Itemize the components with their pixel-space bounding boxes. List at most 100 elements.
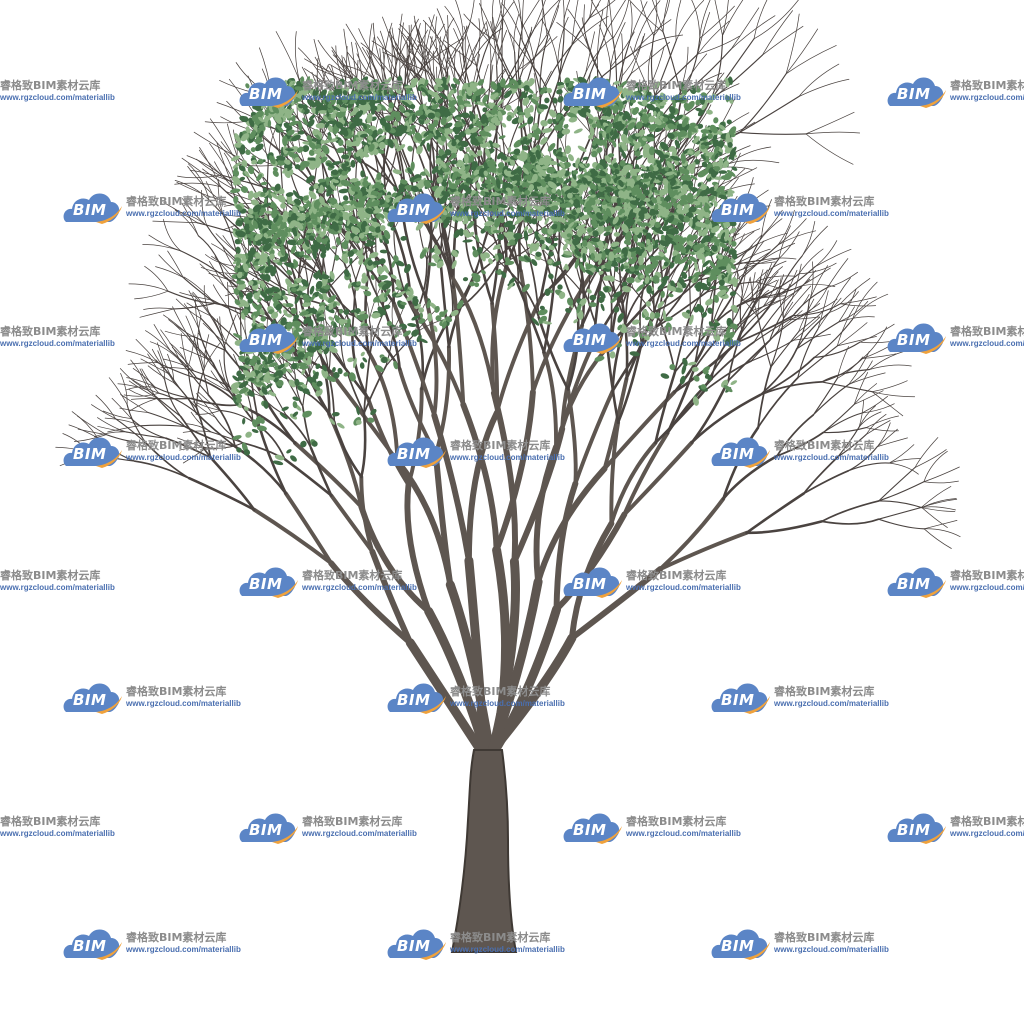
branch — [878, 466, 916, 502]
branch — [750, 330, 779, 362]
branch — [220, 116, 256, 132]
branch — [203, 334, 210, 369]
branch — [658, 530, 749, 572]
branch — [721, 426, 760, 501]
branch — [821, 368, 871, 383]
branch — [751, 272, 756, 304]
branch — [807, 285, 829, 314]
branch — [753, 303, 783, 343]
branch — [798, 262, 837, 275]
leaf — [540, 119, 548, 127]
branch — [654, 281, 691, 329]
branch — [425, 45, 433, 86]
branch — [223, 345, 231, 389]
branch — [407, 25, 410, 70]
branch — [585, 36, 615, 74]
branch — [728, 146, 772, 165]
branch — [838, 316, 875, 323]
branch — [533, 0, 560, 31]
branch — [388, 31, 409, 69]
branch — [596, 9, 604, 67]
branch — [814, 248, 852, 268]
branch — [761, 209, 783, 237]
branch — [331, 46, 362, 83]
branch — [691, 0, 701, 39]
branch — [204, 377, 230, 392]
branch — [194, 298, 199, 329]
branch — [294, 31, 300, 81]
branch — [777, 209, 795, 246]
branch — [181, 202, 199, 237]
branch — [309, 446, 333, 497]
branch — [196, 158, 237, 185]
branch — [840, 278, 871, 305]
branch — [385, 329, 395, 367]
leaf — [642, 147, 647, 159]
branch — [739, 95, 800, 133]
branch — [761, 263, 773, 294]
branch — [557, 16, 569, 65]
branch — [283, 458, 333, 497]
branch — [798, 78, 850, 97]
branch — [208, 273, 236, 283]
branch — [341, 55, 349, 98]
branch — [190, 411, 212, 433]
branch — [214, 302, 272, 321]
branch — [301, 405, 312, 450]
branch — [436, 8, 450, 52]
branch — [391, 27, 406, 70]
branch — [301, 66, 320, 105]
branch — [179, 447, 207, 451]
branch — [363, 359, 371, 415]
branch — [633, 19, 672, 53]
branch — [542, 350, 558, 449]
leaf — [331, 245, 337, 250]
branch — [792, 286, 829, 317]
leaf — [462, 277, 469, 282]
branch — [95, 394, 116, 420]
leaf — [619, 80, 629, 88]
branch — [788, 303, 821, 321]
branch — [414, 21, 425, 60]
branch — [920, 486, 952, 508]
branch — [852, 281, 878, 320]
branch — [805, 111, 855, 135]
branch — [798, 248, 824, 275]
branch — [622, 440, 694, 517]
branch — [472, 215, 494, 305]
branch — [209, 456, 256, 511]
branch — [182, 430, 212, 433]
branch — [563, 0, 571, 21]
branch — [777, 230, 817, 246]
branch — [151, 348, 171, 375]
branch — [501, 18, 504, 89]
branch — [360, 42, 392, 74]
branch — [180, 415, 212, 459]
branch — [690, 379, 730, 444]
branch — [173, 382, 197, 413]
branch — [207, 394, 236, 448]
branch — [751, 299, 781, 311]
branch — [196, 402, 221, 411]
branch — [235, 183, 285, 216]
branch — [431, 412, 472, 564]
branch — [480, 0, 490, 41]
branch — [871, 380, 908, 393]
branch — [216, 318, 229, 346]
branch — [741, 267, 748, 295]
branch — [796, 321, 840, 350]
leaf — [544, 288, 551, 296]
branch — [573, 389, 615, 486]
branch — [547, 0, 561, 39]
branch — [589, 0, 616, 19]
branch — [629, 0, 664, 33]
branch — [446, 23, 471, 64]
branch — [753, 0, 799, 40]
branch — [62, 433, 93, 455]
leaf — [230, 188, 241, 194]
branch — [125, 386, 156, 391]
branch — [500, 122, 507, 170]
branch — [358, 504, 432, 615]
branch — [202, 322, 229, 346]
